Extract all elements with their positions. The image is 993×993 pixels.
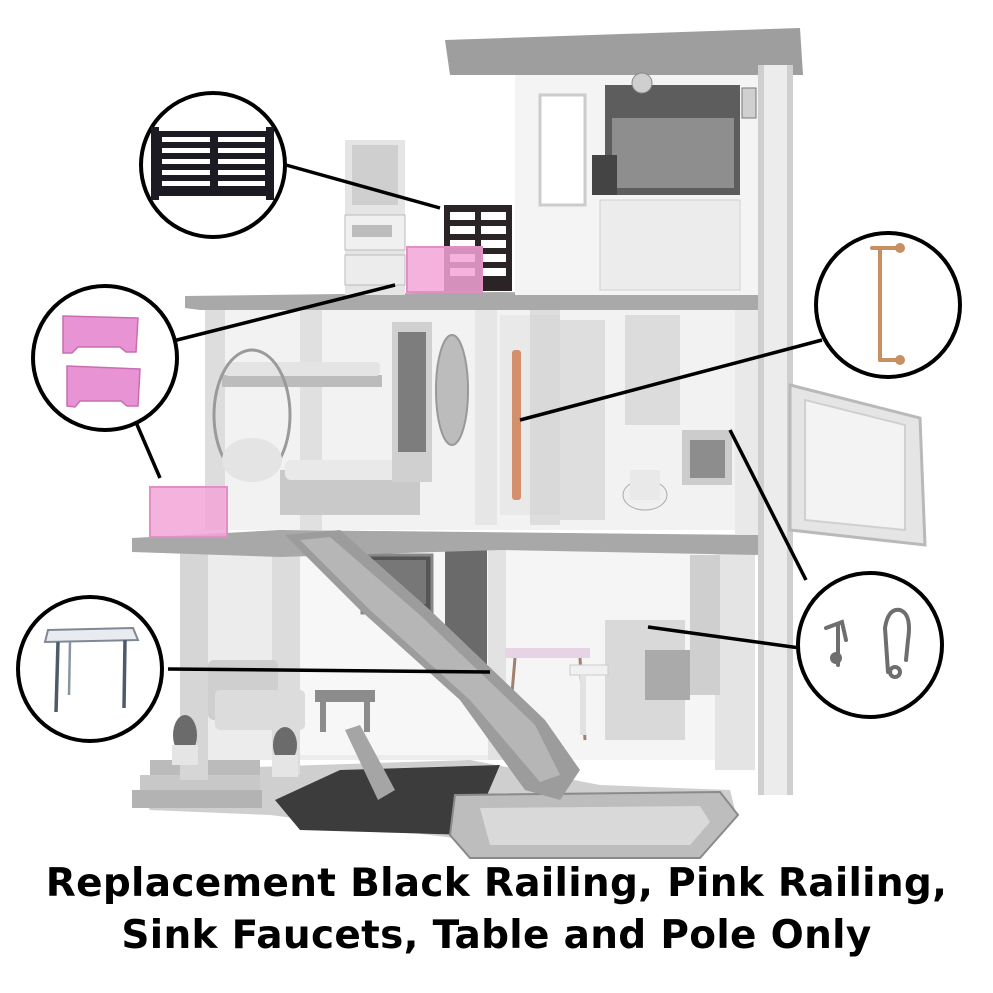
callout-line-black-railing [285,163,441,210]
caption-line-1: Replacement Black Railing, Pink Railing, [45,861,948,906]
pink-railing-icon [62,315,141,408]
pink-railing-lower [149,486,228,538]
callout-sink-faucets [796,571,944,719]
third-floor-slab [185,292,760,310]
callout-black-railing [139,91,287,239]
callout-line-pink-lower [133,419,162,479]
callout-lines [133,163,823,674]
second-floor [205,305,765,535]
elevator-shaft [758,65,927,795]
callout-line-faucet [647,625,801,650]
slide [285,530,580,800]
third-floor [344,140,406,295]
callout-pole [814,231,962,379]
caption-line-2: Sink Faucets, Table and Pole Only [121,913,872,958]
entry-stairs [132,760,262,808]
callout-line-faucet-2 [728,429,808,581]
product-caption: Replacement Black Railing, Pink Railing,… [0,858,993,962]
pink-railing-upper [406,246,483,293]
callout-pink-railing [31,284,179,432]
black-railing-icon [151,127,274,200]
callout-line-table [167,667,491,674]
pole-icon [870,243,905,365]
callout-table [16,595,164,743]
faucet-icon [824,607,911,679]
callout-line-pole [519,338,823,422]
callout-line-pink-upper [164,283,396,345]
ground-floor-base [140,760,740,859]
table-icon [43,626,140,713]
top-tower [445,28,803,295]
